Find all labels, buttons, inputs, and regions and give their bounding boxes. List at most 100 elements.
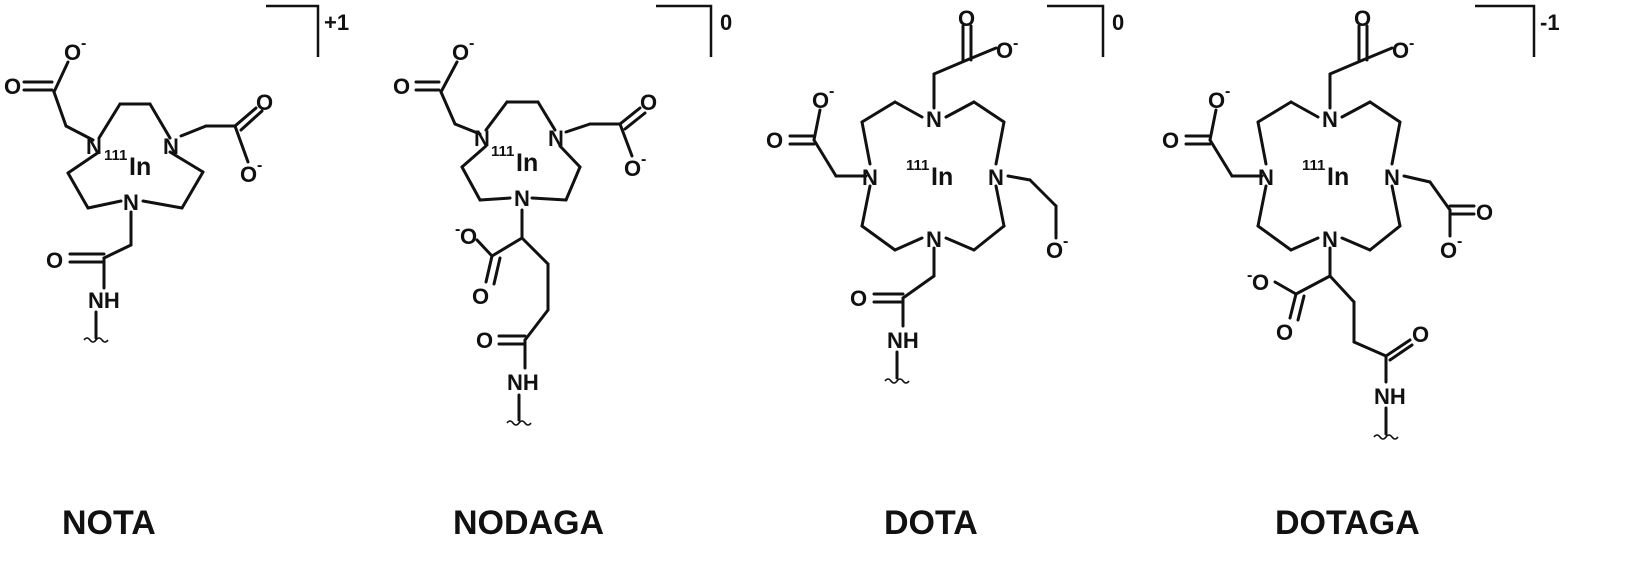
negative-charge-superscript: - bbox=[257, 157, 262, 174]
atom-label: N bbox=[474, 126, 490, 151]
atom-label: N bbox=[163, 134, 179, 159]
bond-line bbox=[1384, 338, 1412, 358]
bond-line bbox=[1368, 224, 1402, 252]
atom-label: N bbox=[926, 227, 942, 252]
bond-line bbox=[439, 60, 459, 94]
bond-line bbox=[1208, 138, 1234, 178]
atom-label: O bbox=[812, 88, 829, 113]
bond-line bbox=[1390, 184, 1402, 228]
attachment-point-wavy-line bbox=[83, 337, 109, 343]
bond-line bbox=[141, 199, 184, 210]
bond-line bbox=[972, 100, 1006, 124]
atom-label: NH bbox=[887, 328, 919, 353]
bond-line bbox=[1428, 180, 1452, 212]
negative-charge-superscript: - bbox=[1457, 233, 1462, 250]
bond-line bbox=[1361, 46, 1394, 62]
bond-line bbox=[168, 150, 205, 174]
negative-charge-superscript: - bbox=[81, 35, 86, 52]
atom-label: O bbox=[1276, 320, 1293, 345]
bond-line bbox=[1028, 178, 1058, 208]
bond-line bbox=[66, 150, 101, 175]
atom-label: O bbox=[472, 284, 489, 309]
atom-label: O bbox=[1440, 238, 1457, 263]
bond-line bbox=[860, 224, 897, 252]
bond-line bbox=[1289, 100, 1320, 119]
bond-line bbox=[492, 256, 502, 286]
attachment-point-wavy-line bbox=[506, 420, 532, 426]
bond-line bbox=[994, 120, 1006, 166]
nodaga-charge-bracket bbox=[656, 4, 713, 57]
attachment-point-wavy-line bbox=[884, 378, 910, 384]
bond-line bbox=[564, 165, 582, 202]
bond-line bbox=[179, 124, 208, 138]
negative-charge-superscript: - bbox=[455, 221, 460, 238]
atom-label: NH bbox=[88, 288, 120, 313]
atom-label: O bbox=[460, 224, 477, 249]
bond-line bbox=[618, 122, 634, 158]
bond-line bbox=[1289, 236, 1320, 252]
bond-line bbox=[932, 58, 969, 76]
bond-line bbox=[148, 102, 172, 140]
nota-charge: +1 bbox=[324, 10, 349, 35]
atom-label: O bbox=[996, 38, 1013, 63]
bond-line bbox=[1402, 174, 1432, 184]
dotaga-structure: -1 bbox=[1162, 4, 1560, 440]
atom-label: O bbox=[1476, 200, 1493, 225]
dota-name: DOTA bbox=[884, 504, 978, 542]
bond-line bbox=[893, 236, 924, 252]
bond-line bbox=[233, 124, 250, 164]
isotope-mass-number: 111 bbox=[491, 143, 514, 160]
atom-label: O bbox=[64, 40, 81, 65]
bond-line bbox=[972, 224, 1006, 252]
atom-label: N bbox=[926, 107, 942, 132]
nota-structure: +1 N N N O - O bbox=[4, 4, 349, 343]
bond-line bbox=[530, 196, 568, 202]
bond-line bbox=[944, 236, 976, 252]
negative-charge-superscript: - bbox=[1247, 267, 1252, 284]
dotaga-name: DOTAGA bbox=[1275, 504, 1420, 542]
bond-line bbox=[1340, 236, 1372, 252]
bond-line bbox=[102, 243, 133, 260]
atom-label: O bbox=[4, 74, 21, 99]
bond-line bbox=[1388, 343, 1414, 362]
bond-line bbox=[618, 106, 642, 126]
atom-label: N bbox=[548, 126, 564, 151]
atom-label: N bbox=[1258, 165, 1274, 190]
atom-label: O bbox=[640, 90, 657, 115]
atom-label: N bbox=[862, 165, 878, 190]
nodaga-charge: 0 bbox=[720, 10, 732, 35]
atom-label: N bbox=[123, 190, 139, 215]
bond-line bbox=[901, 274, 936, 300]
bond-line bbox=[520, 236, 550, 266]
bond-line bbox=[460, 144, 488, 169]
bond-line bbox=[490, 236, 524, 258]
bond-line bbox=[1273, 280, 1298, 296]
bond-line bbox=[965, 46, 998, 62]
dotaga-charge-bracket bbox=[1475, 4, 1536, 57]
bond-line bbox=[623, 111, 647, 131]
atom-label: O bbox=[624, 156, 641, 181]
atom-label: N bbox=[514, 186, 530, 211]
atom-label: O bbox=[46, 248, 63, 273]
bond-line bbox=[893, 100, 924, 119]
bond-line bbox=[860, 184, 872, 228]
bond-line bbox=[1328, 274, 1356, 304]
bond-line bbox=[233, 106, 258, 128]
atom-label: NH bbox=[1374, 384, 1406, 409]
atom-label: N bbox=[86, 134, 102, 159]
bond-line bbox=[97, 102, 122, 140]
atom-label: O bbox=[1046, 238, 1063, 263]
bond-line bbox=[523, 308, 550, 342]
dota-structure: 0 N bbox=[766, 4, 1124, 384]
atom-label: O bbox=[256, 90, 273, 115]
atom-label: O bbox=[393, 74, 410, 99]
bond-line bbox=[1340, 100, 1372, 119]
negative-charge-superscript: - bbox=[1409, 35, 1414, 52]
dota-charge: 0 bbox=[1112, 10, 1124, 35]
bond-line bbox=[860, 100, 897, 124]
atom-label: O bbox=[958, 6, 975, 31]
nota-name: NOTA bbox=[62, 504, 156, 542]
bond-line bbox=[475, 238, 494, 258]
bond-line bbox=[536, 100, 557, 132]
